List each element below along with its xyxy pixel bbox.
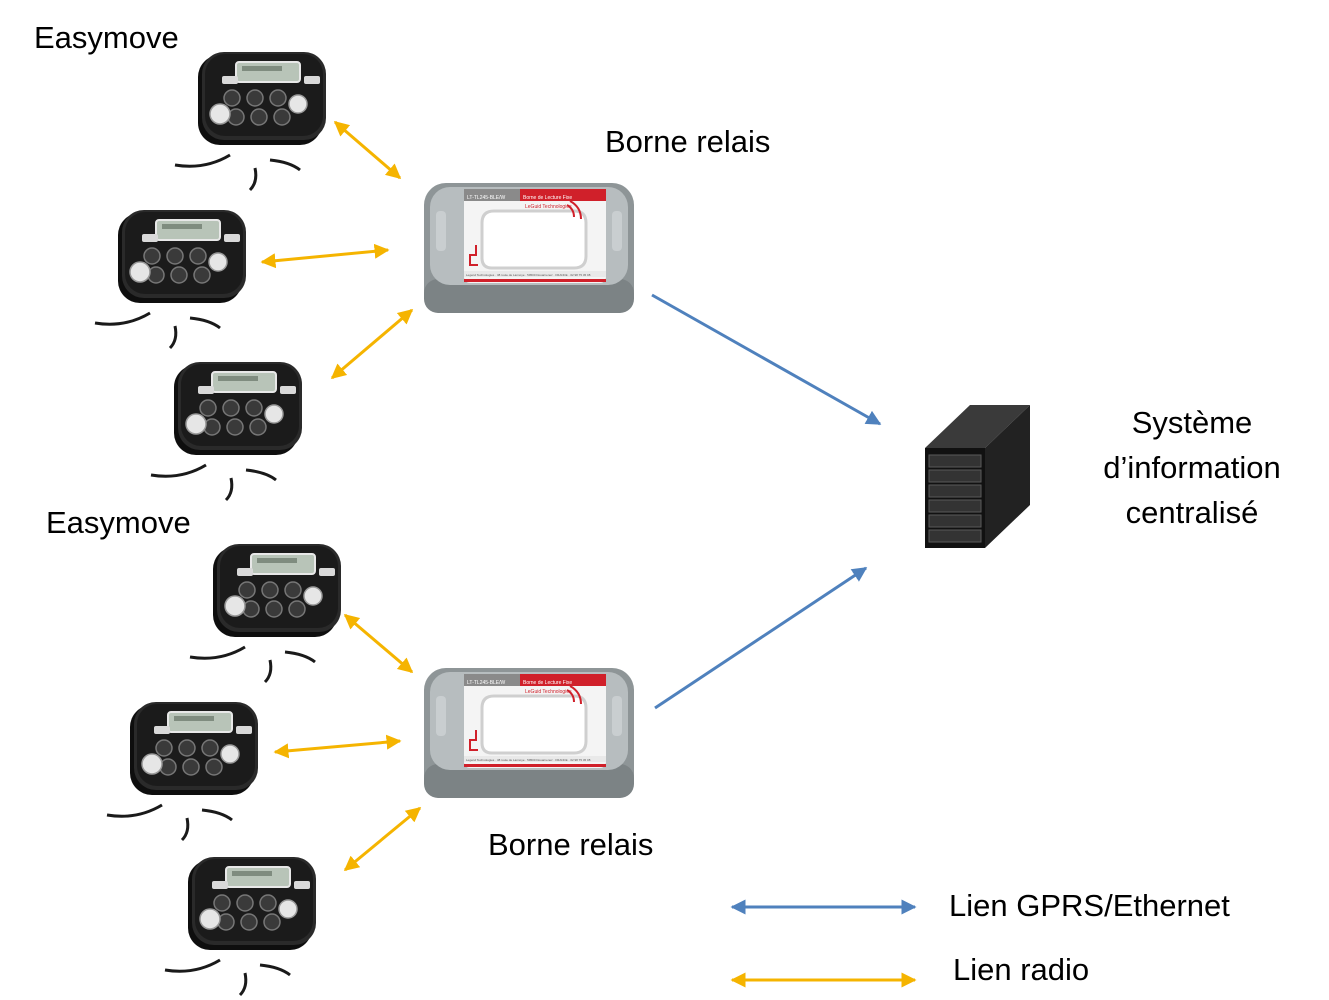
relay-bottom-header-left: LT-TL245-BLE/W xyxy=(467,680,506,686)
relay-top-footer: Legend Technologies · 38 route de Lannoy… xyxy=(466,273,591,277)
relay-bottom-header-right: Borne de Lecture Fixe xyxy=(523,680,572,686)
server-label-line3: centralisé xyxy=(1125,495,1259,530)
easymove-device-icon xyxy=(105,700,260,842)
radio-link-top-2 xyxy=(260,243,390,269)
relay-label-top: Borne relais xyxy=(605,124,771,159)
gprs-link-top xyxy=(651,293,882,426)
relay-box-icon xyxy=(422,181,636,315)
relay-top-header-right: Borne de Lecture Fixe xyxy=(523,195,572,201)
radio-link-bottom-3 xyxy=(343,806,422,872)
relay-top-brand: LeGuid Technologies xyxy=(525,204,572,210)
easymove-device-icon xyxy=(93,208,248,350)
relay-box-icon xyxy=(422,666,636,800)
server-label-line1: Système xyxy=(1131,405,1253,440)
easymove-device-icon xyxy=(149,360,304,502)
radio-link-top-3 xyxy=(330,308,414,380)
relay-label-bottom: Borne relais xyxy=(488,827,654,862)
radio-link-top-1 xyxy=(333,120,402,180)
relay-bottom-brand: LeGuid Technologies xyxy=(525,689,572,695)
easymove-label-bottom: Easymove xyxy=(46,505,191,540)
server-label: Système d’information centralisé xyxy=(1103,400,1280,535)
server-tower-icon xyxy=(925,405,1030,548)
server-label-line2: d’information xyxy=(1103,450,1281,485)
gprs-link-bottom xyxy=(654,566,868,710)
relay-bottom-footer: Legend Technologies · 38 route de Lannoy… xyxy=(466,758,591,762)
easymove-device-icon xyxy=(188,542,343,684)
easymove-label-top: Easymove xyxy=(34,20,179,55)
legend-radio-label: Lien radio xyxy=(953,952,1090,987)
legend-gprs-label: Lien GPRS/Ethernet xyxy=(949,888,1230,923)
radio-link-bottom-2 xyxy=(273,734,402,759)
radio-link-bottom-1 xyxy=(343,613,414,674)
easymove-device-icon xyxy=(173,50,328,192)
easymove-device-icon xyxy=(163,855,318,997)
relay-top-header-left: LT-TL245-BLE/W xyxy=(467,195,506,201)
